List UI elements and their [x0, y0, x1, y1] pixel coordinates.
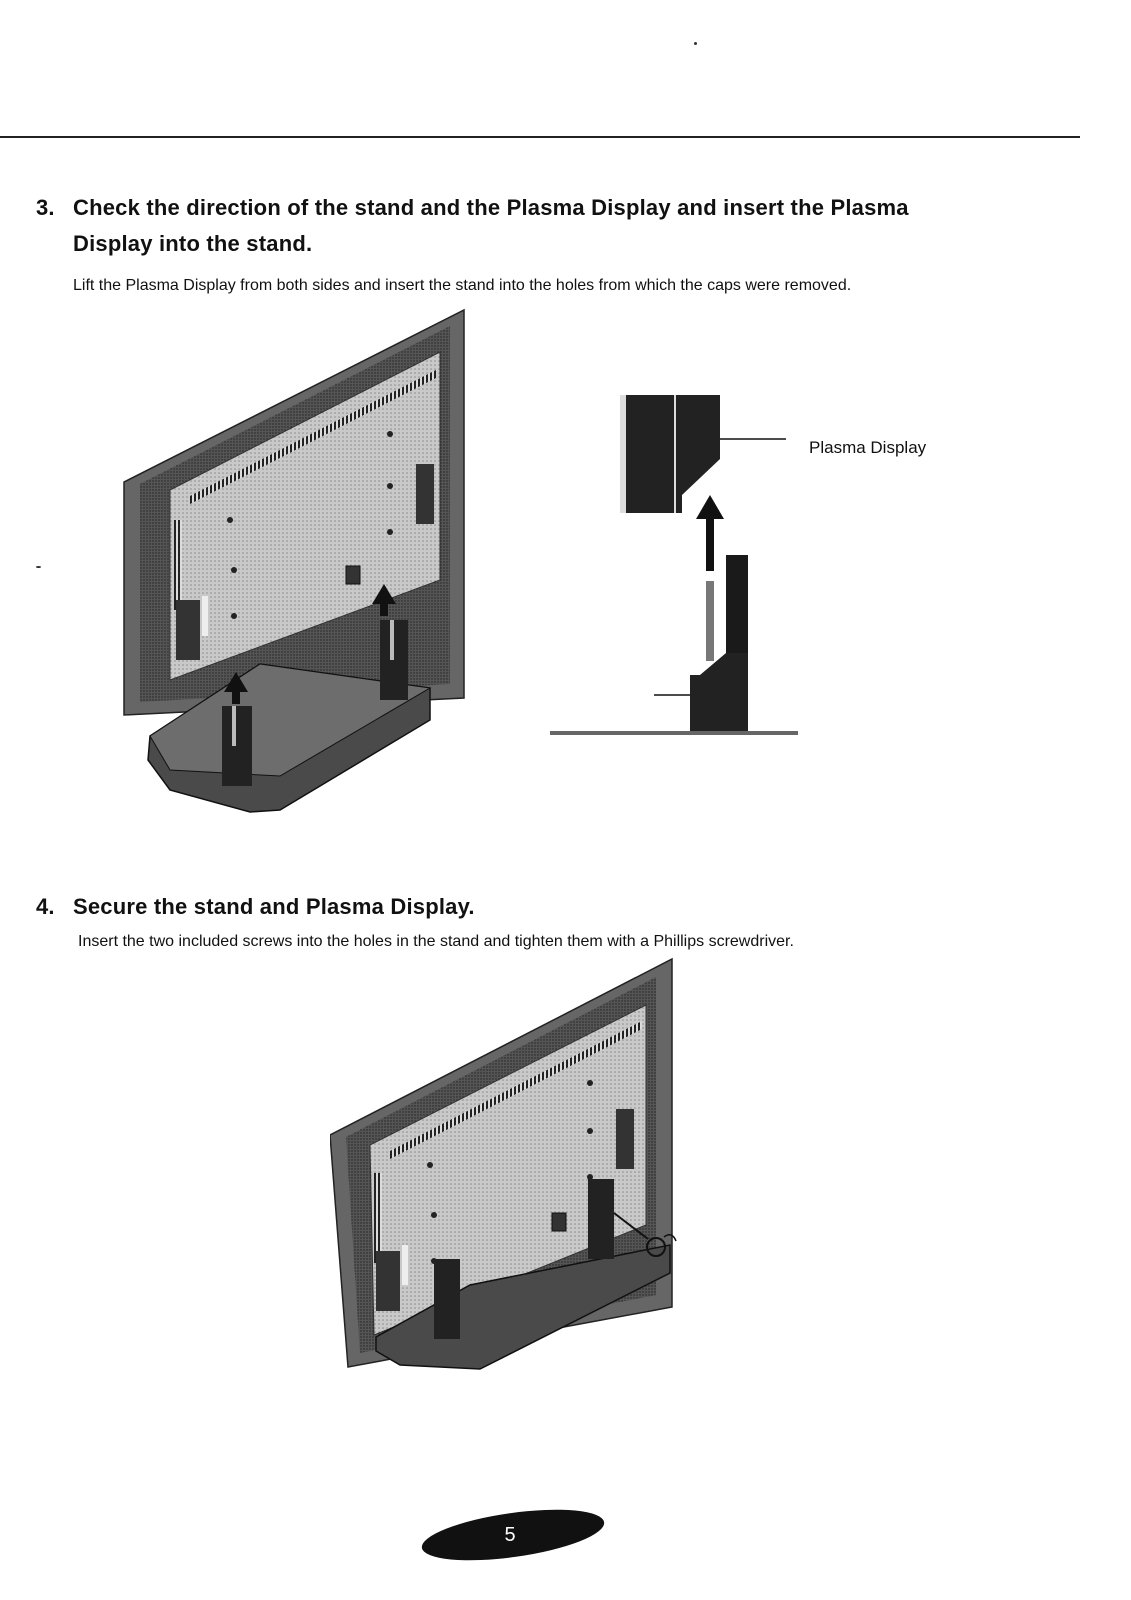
step-3-description: Lift the Plasma Display from both sides …: [73, 277, 852, 294]
side-view-illustration: [550, 395, 798, 735]
secured-display-illustration: [330, 957, 677, 1370]
scan-speck: [36, 566, 41, 568]
scan-speck: [694, 42, 697, 45]
step-4-number: 4.: [36, 894, 55, 919]
plasma-display-callout: Plasma Display: [809, 438, 927, 457]
page-badge: [421, 1509, 605, 1561]
step-4-description: Insert the two included screws into the …: [78, 933, 794, 950]
step-3-number: 3.: [36, 195, 55, 220]
step-4-title: Secure the stand and Plasma Display.: [73, 894, 475, 919]
step-3-title: Check the direction of the stand and the…: [73, 195, 909, 256]
page-number: 5: [504, 1524, 516, 1546]
display-onto-stand-illustration: [123, 308, 465, 813]
header-rule: [0, 136, 1080, 138]
